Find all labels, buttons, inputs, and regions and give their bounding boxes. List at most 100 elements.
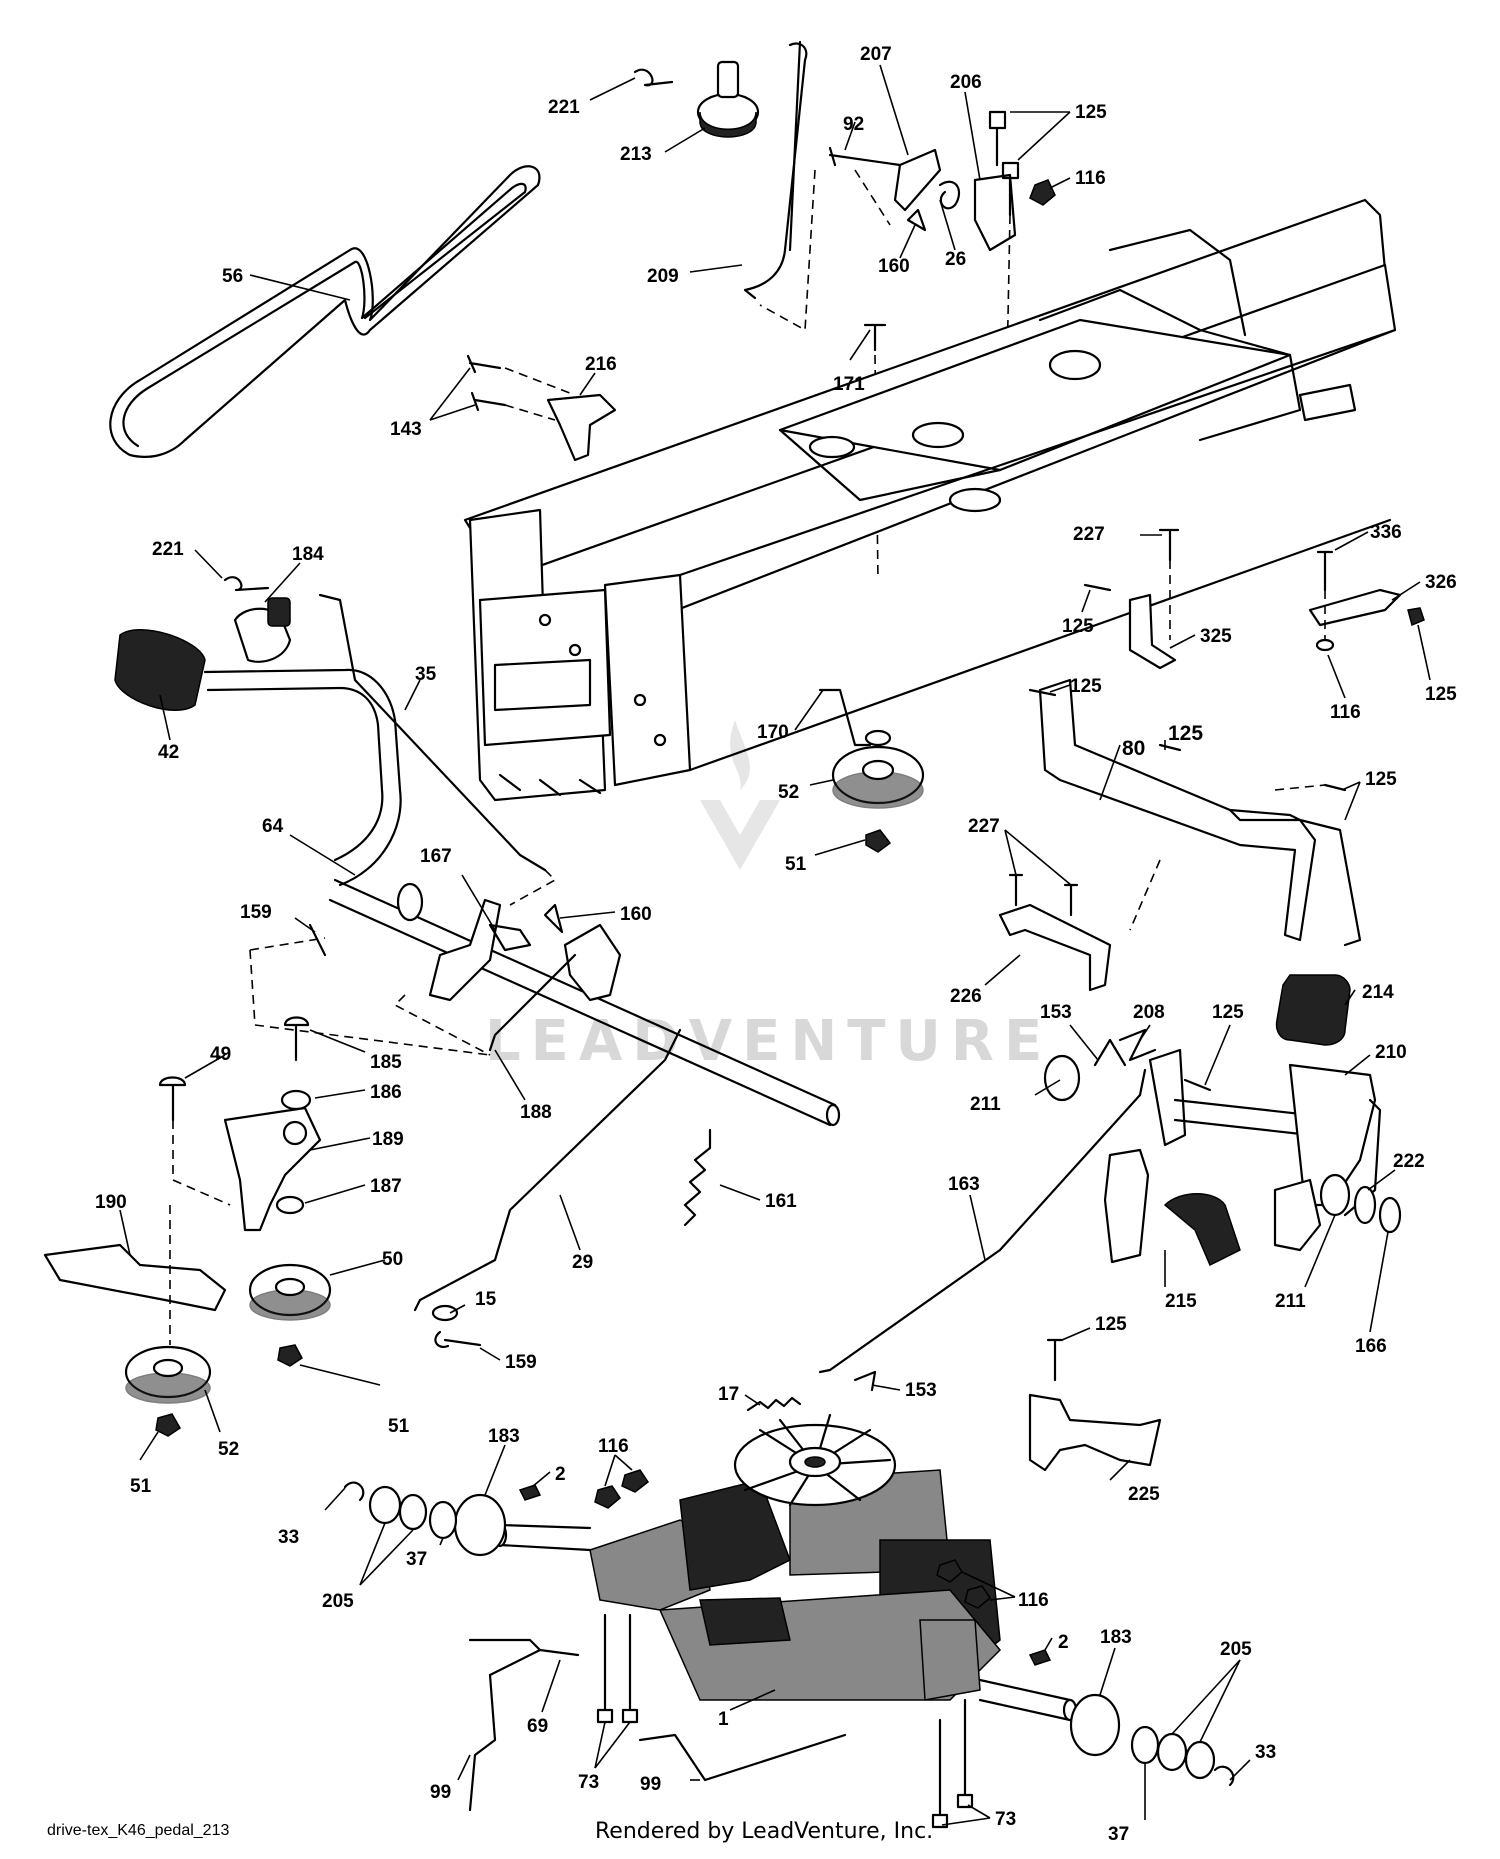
callout-221-left: 221 xyxy=(152,539,184,560)
callout-99-bottom: 99 xyxy=(640,1774,661,1795)
bracket-80-detail xyxy=(1228,808,1362,947)
callout-51-mid: 51 xyxy=(388,1416,410,1437)
bolt-185 xyxy=(283,1016,310,1062)
callout-125-80: 125 xyxy=(1070,676,1102,697)
cross-shaft-end xyxy=(825,1103,841,1127)
callout-116: 116 xyxy=(1075,168,1106,189)
bracket-80 xyxy=(1038,678,1317,942)
callout-215: 215 xyxy=(1165,1291,1197,1312)
callout-153: 153 xyxy=(1040,1002,1072,1023)
callout-2-left: 2 xyxy=(555,1464,566,1485)
bolt-125-80c xyxy=(1323,783,1347,792)
clip-33-left xyxy=(343,1481,365,1502)
drawing-code: drive-tex_K46_pedal_213 xyxy=(47,1822,230,1839)
bracket-207 xyxy=(893,148,942,212)
bolt-92 xyxy=(828,146,902,167)
callout-26: 26 xyxy=(945,249,966,270)
washer-222 xyxy=(1353,1185,1377,1225)
callout-183-left: 183 xyxy=(488,1426,520,1447)
bolt-49 xyxy=(158,1076,187,1122)
nut-116-top xyxy=(1029,179,1056,206)
nut-51-mid xyxy=(277,1344,303,1367)
bolt-125-top-1 xyxy=(988,110,1007,167)
callout-216: 216 xyxy=(585,354,617,375)
callout-161: 161 xyxy=(765,1191,797,1212)
callout-166: 166 xyxy=(1355,1336,1387,1357)
callout-56: 56 xyxy=(222,266,243,287)
bracket-226 xyxy=(998,903,1112,992)
bolt-227-left-2 xyxy=(1063,883,1079,917)
callout-226: 226 xyxy=(950,986,982,1007)
guide-49 xyxy=(172,1120,231,1206)
clip-33-right xyxy=(1213,1765,1235,1787)
key-2-left xyxy=(518,1484,542,1501)
bushing-211-right xyxy=(1319,1173,1351,1217)
bolt-73-left-1 xyxy=(596,1613,614,1724)
bracket-216 xyxy=(546,393,617,462)
nut-51-left xyxy=(155,1413,181,1437)
bolt-336 xyxy=(1316,550,1334,592)
guide-80 xyxy=(1129,784,1326,931)
callout-189: 189 xyxy=(372,1129,404,1150)
nut-116-right-2 xyxy=(964,1585,991,1609)
nut-116-left-2 xyxy=(621,1469,650,1493)
callout-125-80b: 125 xyxy=(1168,722,1203,745)
bolt-73-right-1 xyxy=(931,1718,949,1829)
callout-205-right: 205 xyxy=(1220,1639,1252,1660)
callout-159-lower: 159 xyxy=(505,1352,537,1373)
callout-188: 188 xyxy=(520,1102,552,1123)
bracket-326 xyxy=(1308,588,1402,627)
bushing-183-right xyxy=(1069,1693,1121,1757)
callout-163: 163 xyxy=(948,1174,980,1195)
callout-167: 167 xyxy=(420,846,452,867)
spring-170 xyxy=(818,688,872,747)
drive-belt-56-inner xyxy=(122,182,527,448)
watermark-flame-icon xyxy=(730,720,750,790)
bolt-125-80b xyxy=(1158,743,1182,752)
collar xyxy=(396,882,424,922)
callout-92: 92 xyxy=(843,114,864,135)
bolt-73-left-2 xyxy=(621,1613,639,1724)
cooling-fan xyxy=(733,1413,897,1507)
callout-52-left: 52 xyxy=(218,1439,239,1460)
bolt-143-2 xyxy=(470,391,507,412)
callout-labels: 221 213 207 206 125 92 116 56 160 26 209… xyxy=(95,44,1457,1845)
callout-2-right: 2 xyxy=(1058,1632,1069,1653)
rod-35 xyxy=(318,593,547,872)
bolt-125-top-2 xyxy=(1001,161,1020,217)
callout-29: 29 xyxy=(572,1252,593,1273)
pedal-pad-215a xyxy=(1103,1148,1150,1264)
pedal-pad-214 xyxy=(1275,974,1351,1046)
washer-205-left-2 xyxy=(398,1493,428,1531)
washer-205-right-1 xyxy=(1156,1732,1188,1772)
callout-116-right-axle: 116 xyxy=(1018,1590,1049,1611)
callout-206: 206 xyxy=(950,72,982,93)
callout-51-left: 51 xyxy=(130,1476,152,1497)
callout-42: 42 xyxy=(158,742,179,763)
bracket-pedal xyxy=(563,923,622,1002)
callout-185: 185 xyxy=(370,1052,402,1073)
drive-belt-56 xyxy=(109,165,541,458)
callout-211: 211 xyxy=(970,1094,1001,1115)
washer-170 xyxy=(864,729,892,747)
washer-187 xyxy=(275,1195,305,1215)
callout-170: 170 xyxy=(757,722,789,743)
callout-184: 184 xyxy=(292,544,324,565)
callout-211-right: 211 xyxy=(1275,1291,1306,1312)
rod-29 xyxy=(413,1028,682,1312)
chassis-frame xyxy=(463,198,1397,802)
callout-51-right: 51 xyxy=(785,854,807,875)
rod-99-left xyxy=(468,1638,542,1812)
pulley-52-left xyxy=(124,1345,212,1404)
nut-125-right xyxy=(1407,607,1425,627)
callout-153-lower: 153 xyxy=(905,1380,937,1401)
spring-26 xyxy=(938,180,961,210)
bolt-125-pedal xyxy=(1183,1078,1212,1092)
rod-188 xyxy=(488,953,577,1052)
callout-186: 186 xyxy=(370,1082,402,1103)
callout-227-left: 227 xyxy=(968,816,1000,837)
lift-rod-209b xyxy=(788,40,802,252)
callout-52-right: 52 xyxy=(778,782,799,803)
clip-153-top xyxy=(1093,1038,1127,1067)
clip-153-lower xyxy=(853,1370,877,1392)
